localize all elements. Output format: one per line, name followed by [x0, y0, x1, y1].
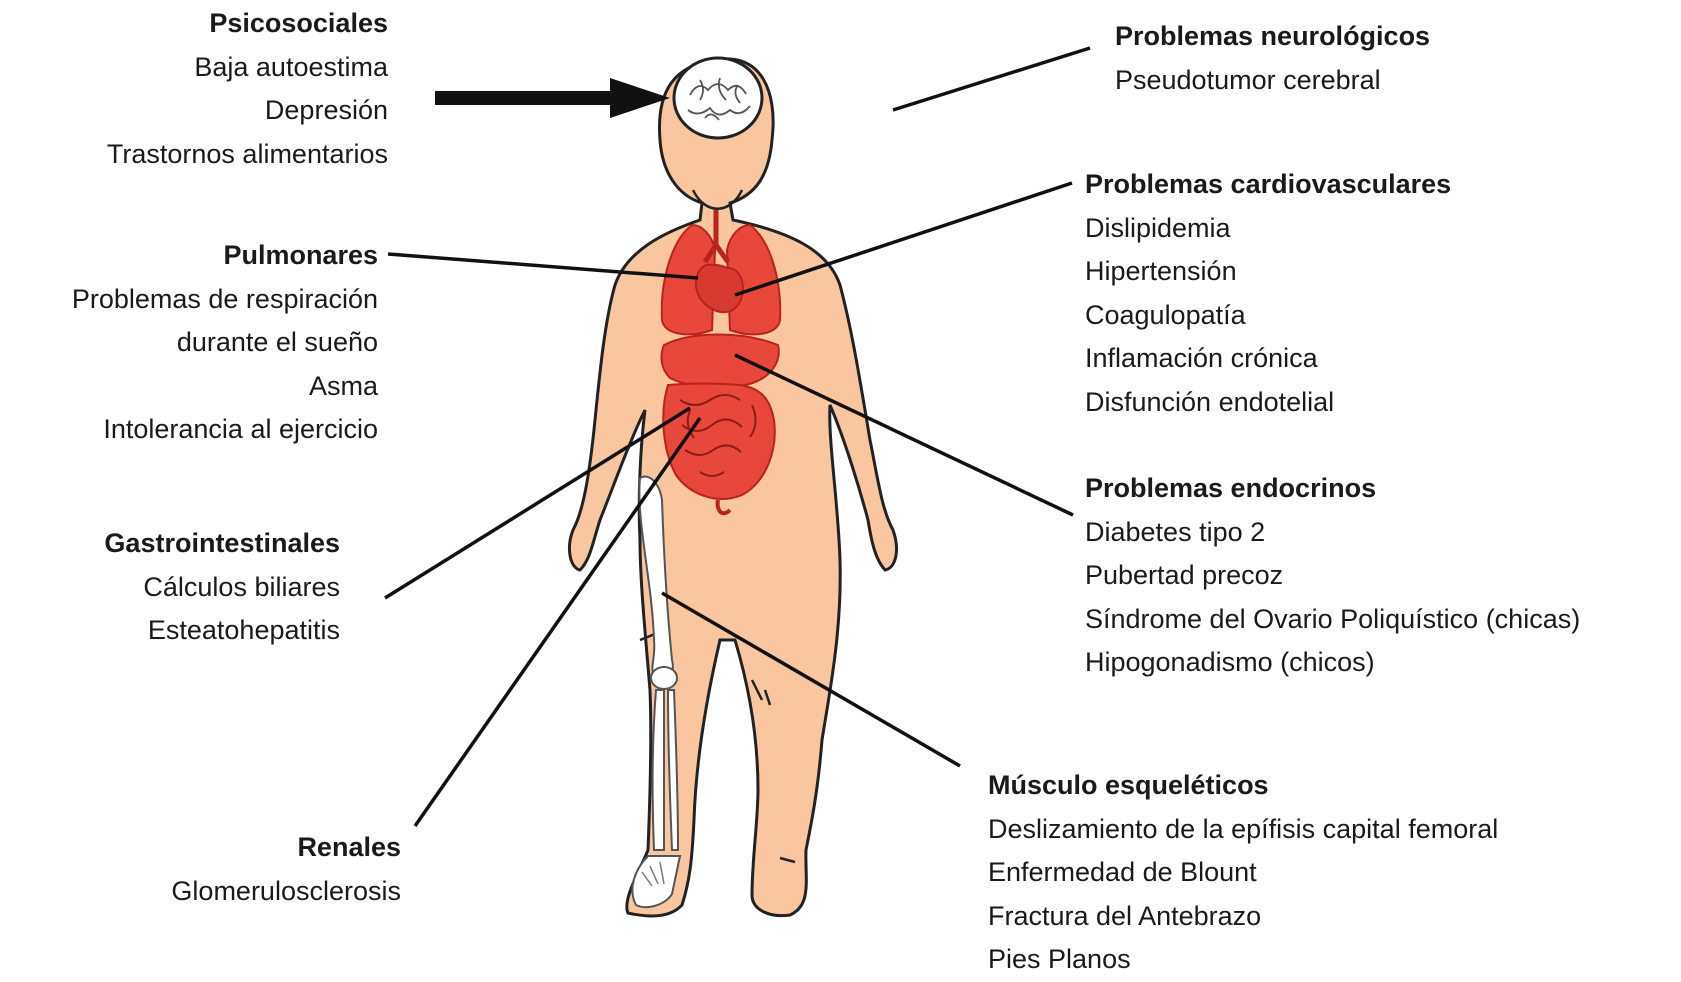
group-item: Pubertad precoz: [1085, 554, 1580, 598]
group-psicosociales: Psicosociales Baja autoestima Depresión …: [107, 2, 388, 176]
group-title: Músculo esqueléticos: [988, 764, 1498, 808]
group-item: Inflamación crónica: [1085, 337, 1451, 381]
group-item: Enfermedad de Blount: [988, 851, 1498, 895]
line-neuro: [893, 48, 1090, 110]
group-cardiovasculares: Problemas cardiovasculares Dislipidemia …: [1085, 163, 1451, 424]
group-item: Hipogonadismo (chicos): [1085, 641, 1580, 685]
group-title: Problemas neurológicos: [1115, 15, 1430, 59]
group-title: Gastrointestinales: [104, 522, 340, 566]
group-item: Pseudotumor cerebral: [1115, 59, 1430, 103]
group-item: Problemas de respiración: [72, 278, 378, 322]
group-item: Hipertensión: [1085, 250, 1451, 294]
group-item: Cálculos biliares: [104, 566, 340, 610]
group-title: Renales: [171, 826, 401, 870]
brain-icon: [674, 58, 762, 138]
group-title: Pulmonares: [72, 234, 378, 278]
group-musculo-esqueleticos: Músculo esqueléticos Deslizamiento de la…: [988, 764, 1498, 982]
group-item: Coagulopatía: [1085, 294, 1451, 338]
group-pulmonares: Pulmonares Problemas de respiración dura…: [72, 234, 378, 452]
group-renales: Renales Glomerulosclerosis: [171, 826, 401, 913]
group-item: Glomerulosclerosis: [171, 870, 401, 914]
group-title: Psicosociales: [107, 2, 388, 46]
group-item: Pies Planos: [988, 938, 1498, 982]
group-title: Problemas cardiovasculares: [1085, 163, 1451, 207]
arrow-icon: [435, 78, 670, 118]
group-item: Baja autoestima: [107, 46, 388, 90]
group-item: Fractura del Antebrazo: [988, 895, 1498, 939]
group-item: Dislipidemia: [1085, 207, 1451, 251]
group-item: Trastornos alimentarios: [107, 133, 388, 177]
group-item: Asma: [72, 365, 378, 409]
group-title: Problemas endocrinos: [1085, 467, 1580, 511]
group-item: Disfunción endotelial: [1085, 381, 1451, 425]
liver-icon: [662, 334, 779, 387]
group-item: Diabetes tipo 2: [1085, 511, 1580, 555]
group-item: durante el sueño: [72, 321, 378, 365]
group-item: Intolerancia al ejercicio: [72, 408, 378, 452]
group-item: Síndrome del Ovario Poliquístico (chicas…: [1085, 598, 1580, 642]
group-gastrointestinales: Gastrointestinales Cálculos biliares Est…: [104, 522, 340, 653]
group-neurologicos: Problemas neurológicos Pseudotumor cereb…: [1115, 15, 1430, 102]
group-item: Deslizamiento de la epífisis capital fem…: [988, 808, 1498, 852]
group-item: Depresión: [107, 89, 388, 133]
group-item: Esteatohepatitis: [104, 609, 340, 653]
group-endocrinos: Problemas endocrinos Diabetes tipo 2 Pub…: [1085, 467, 1580, 685]
